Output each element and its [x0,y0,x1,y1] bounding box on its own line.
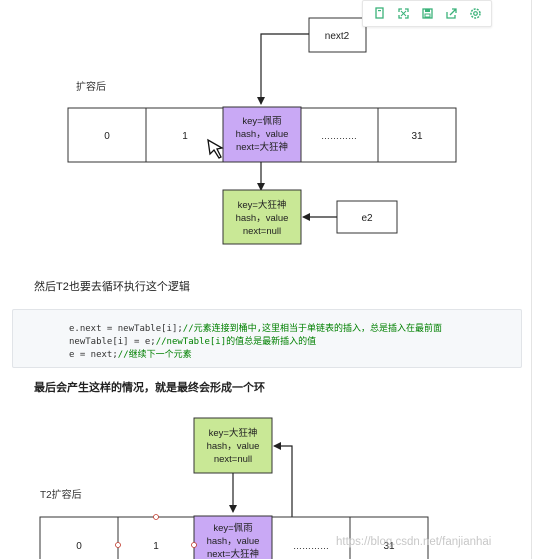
next2-label: next2 [325,31,350,42]
table1-cell-1: 1 [182,131,188,142]
share-icon[interactable] [443,6,459,22]
code-line-2-comment: //newTable[i]的值总是最新插入的值 [155,337,317,347]
table1-cell-0: 0 [104,131,110,142]
copy-icon[interactable] [371,6,387,22]
watermark: https://blog.csdn.net/fanjianhai [336,536,491,548]
code-line-3-code: e = next; [69,350,118,360]
selection-handle-right[interactable] [191,542,197,548]
node-peiyu-line3: next=大狂神 [236,141,288,153]
diagram1-caption: 扩容后 [76,80,106,93]
paragraph-t2-loop: 然后T2也要去循环执行这个逻辑 [34,281,190,293]
code-line-2: newTable[i] = e;//newTable[i]的值总是最新插入的值 [69,334,316,347]
node-peiyu-line2: hash，value [236,129,289,140]
node-peiyu [222,106,302,163]
code-line-3: e = next;//继续下一个元素 [69,347,192,360]
code-block: e.next = newTable[i];//元素连接到桶中,这里相当于单链表的… [12,309,522,368]
node-peiyu-line1: key=佩雨 [242,115,281,127]
node2-peiyu [193,515,273,559]
code-line-1-code: e.next = newTable[i]; [69,324,183,334]
e2-box [336,200,398,234]
fullscreen-icon[interactable] [395,6,411,22]
node-dks-line1: key=大狂神 [238,199,287,211]
table2-cell-0: 0 [76,541,82,552]
diagram2-caption: T2扩容后 [40,488,82,501]
node2-dks-line1: key=大狂神 [209,427,258,439]
node2-dks-line3: next=null [214,454,252,465]
selection-handle-left[interactable] [115,542,121,548]
node2-peiyu-line3: next=大狂神 [207,548,259,559]
code-line-1-comment: //元素连接到桶中,这里相当于单链表的插入，总是插入在最前面 [182,324,443,334]
selection-handle-top[interactable] [153,514,159,520]
save-icon[interactable] [419,6,435,22]
code-line-3-comment: //继续下一个元素 [117,350,192,360]
next2-arrow [257,33,309,105]
table2-cell-1: 1 [153,541,159,552]
node-dakuangshen [222,189,302,245]
node-dks-line2: hash，value [236,213,289,224]
node-dks-line3: next=null [243,226,281,237]
node2-peiyu-line2: hash，value [207,536,260,547]
content-edge-rule [531,0,532,559]
node2-dakuangshen [193,417,273,474]
e2-label: e2 [361,213,373,224]
node2-peiyu-line1: key=佩雨 [213,522,252,534]
node2-dks-line2: hash，value [207,441,260,452]
code-line-1: e.next = newTable[i];//元素连接到桶中,这里相当于单链表的… [69,321,442,334]
table1-cell-31: 31 [411,131,423,142]
mouse-cursor-icon [207,138,224,159]
code-toolbar [362,0,492,27]
table1-cell-3: ………… [321,131,357,141]
table2-cell-31: 31 [383,541,395,552]
settings-icon[interactable] [467,6,483,22]
next2-box [308,17,367,53]
code-line-2-code: newTable[i] = e; [69,337,156,347]
paragraph-loop-result: 最后会产生这样的情况，就是最终会形成一个环 [34,382,265,394]
table2-cell-3: ………… [293,541,329,551]
